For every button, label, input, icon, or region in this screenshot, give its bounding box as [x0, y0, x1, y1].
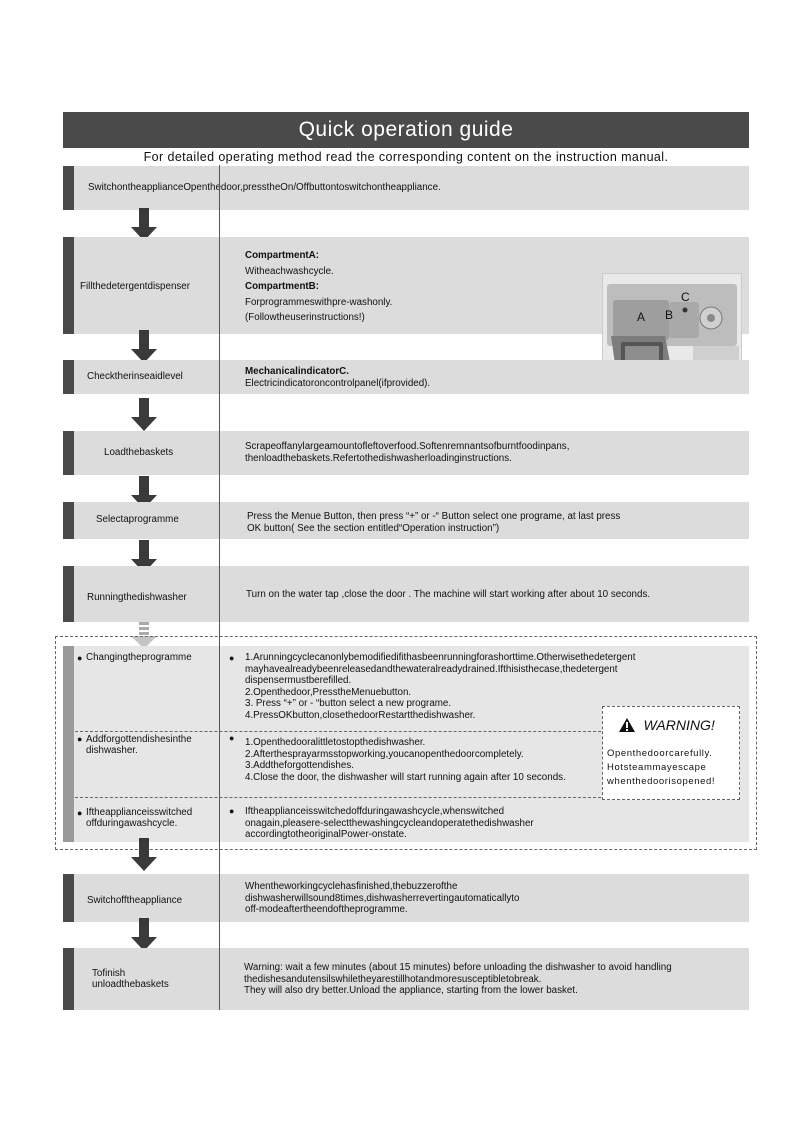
text-line: thedishesandutensilswhiletheyarestillhot…	[244, 974, 672, 986]
step-text: Warning: wait a few minutes (about 15 mi…	[244, 962, 672, 997]
text-line: 4.PressOKbutton,closethedoorRestartthedi…	[245, 710, 635, 722]
text-line: Changingtheprogramme	[86, 652, 192, 664]
compartment-a-heading: CompartmentA:	[245, 248, 392, 264]
text-line: offduringawashcycle.	[86, 818, 192, 829]
step-label: Selectaprogramme	[96, 514, 179, 526]
text-line: mayhavealreadybeenreleasedandthewateralr…	[245, 664, 635, 676]
option-text: 1.Openthedooralittletostopthedishwasher.…	[245, 737, 566, 783]
text-line: 1.Arunningcyclecanonlybemodifiedifithasb…	[245, 652, 635, 664]
option-text: 1.Arunningcyclecanonlybemodifiedifithasb…	[245, 652, 635, 721]
step-marker	[63, 948, 74, 1010]
photo-label-b: B	[665, 308, 673, 322]
text-line: onagain,pleasere-selectthewashingcyclean…	[245, 818, 534, 830]
text-line: MechanicalindicatorC.	[245, 366, 430, 378]
warning-box: WARNING! Openthedoorcarefully. Hotsteamm…	[602, 706, 740, 800]
text-line: Tofinish	[92, 968, 169, 979]
option-text: Iftheapplianceisswitchedoffduringawashcy…	[245, 806, 534, 841]
text-line: Press the Menue Button, then press “+” o…	[247, 511, 620, 523]
text-line: Turn on the water tap ,close the door . …	[246, 589, 650, 601]
photo-label-a: A	[637, 310, 645, 324]
compartment-b-heading: CompartmentB:	[245, 279, 392, 295]
step-text: Scrapeoffanylargeamountofleftoverfood.So…	[245, 441, 569, 464]
text-line: 2.Afterthesprayarmsstopworking,youcanope…	[245, 749, 566, 761]
text-line: Iftheapplianceisswitched	[86, 807, 192, 818]
text-line: thenloadthebaskets.Refertothedishwasherl…	[245, 453, 569, 465]
step-marker	[63, 166, 74, 210]
down-arrow-icon	[131, 918, 157, 952]
step-text: Turn on the water tap ,close the door . …	[246, 589, 650, 601]
step-label: Loadthebaskets	[104, 447, 173, 459]
warning-title: WARNING!	[643, 717, 714, 733]
page-title: Quick operation guide	[63, 112, 749, 148]
step-label: Tofinish unloadthebaskets	[92, 968, 169, 990]
text-line: Addforgottendishesinthe	[86, 734, 192, 745]
text-line: OK button( See the section entitled“Oper…	[247, 523, 620, 535]
step-text: Whentheworkingcyclehasfinished,thebuzzer…	[245, 881, 519, 916]
step-label: SwitchontheapplianceOpenthedoor,pressthe…	[88, 182, 738, 194]
option-label: Addforgottendishesinthe dishwasher.	[86, 734, 192, 756]
warning-triangle-icon	[619, 718, 635, 732]
text-line: Scrapeoffanylargeamountofleftoverfood.So…	[245, 441, 569, 453]
step-text: CompartmentA: Witheachwashcycle. Compart…	[245, 248, 392, 326]
text-line: dishwasher.	[86, 745, 192, 756]
text-line: Whentheworkingcyclehasfinished,thebuzzer…	[245, 881, 519, 893]
page-subtitle: For detailed operating method read the c…	[63, 150, 749, 164]
text-line: dishwasherwillsound8times,dishwasherreve…	[245, 893, 519, 905]
text-line: Openthedoorcarefully.	[607, 747, 715, 761]
step-label: Fillthedetergentdispenser	[80, 281, 190, 293]
text-line: accordingtotheoriginalPower-onstate.	[245, 829, 534, 841]
option-label: Changingtheprogramme	[86, 652, 192, 664]
text-line: Forprogrammeswithpre-washonly.	[245, 295, 392, 311]
step-text: MechanicalindicatorC. Electricindicatoro…	[245, 366, 430, 389]
bullet-icon: ●	[229, 653, 234, 663]
divider	[75, 731, 601, 732]
text-line: 4.Close the door, the dishwasher will st…	[245, 772, 566, 784]
bullet-icon: ●	[77, 734, 82, 744]
warning-header: WARNING!	[619, 717, 715, 735]
text-line: Electricindicatoroncontrolpanel(ifprovid…	[245, 378, 430, 390]
step-label: Runningthedishwasher	[87, 592, 187, 604]
text-line: unloadthebaskets	[92, 979, 169, 990]
down-arrow-icon	[131, 330, 157, 364]
options-marker	[63, 646, 74, 842]
step-label: Checktherinseaidlevel	[87, 371, 183, 383]
step-marker	[63, 431, 74, 475]
text-line: dispensermustberefilled.	[245, 675, 635, 687]
column-divider	[219, 165, 220, 1010]
text-line: 2.Openthedoor,PresstheMenuebutton.	[245, 687, 635, 699]
option-label: Iftheapplianceisswitched offduringawashc…	[86, 807, 192, 829]
text-line: 3. Press “+” or - “button select a new p…	[245, 698, 635, 710]
step-marker	[63, 502, 74, 539]
photo-label-c: C	[681, 290, 690, 304]
step-marker	[63, 874, 74, 922]
bullet-icon: ●	[77, 653, 82, 663]
text-line: Warning: wait a few minutes (about 15 mi…	[244, 962, 672, 974]
text-line: Witheachwashcycle.	[245, 264, 392, 280]
step-marker	[63, 566, 74, 622]
text-line: They will also dry better.Unload the app…	[244, 985, 672, 997]
step-text: Press the Menue Button, then press “+” o…	[247, 511, 620, 534]
step-label: Switchofftheappliance	[87, 895, 182, 907]
text-line: off-modeaftertheendoftheprogramme.	[245, 904, 519, 916]
bullet-icon: ●	[229, 806, 234, 816]
bullet-icon: ●	[229, 733, 234, 743]
down-arrow-icon	[131, 838, 157, 872]
down-arrow-icon	[131, 398, 157, 432]
text-line: Hotsteammayescape	[607, 761, 715, 775]
text-line: Iftheapplianceisswitchedoffduringawashcy…	[245, 806, 534, 818]
text-line: 1.Openthedooralittletostopthedishwasher.	[245, 737, 566, 749]
bullet-icon: ●	[77, 808, 82, 818]
divider	[75, 797, 601, 798]
text-line: 3.Addtheforgottendishes.	[245, 760, 566, 772]
text-line: (Followtheuserinstructions!)	[245, 310, 392, 326]
step-marker	[63, 360, 74, 394]
warning-text: Openthedoorcarefully. Hotsteammayescape …	[607, 747, 715, 789]
step-marker	[63, 237, 74, 334]
text-line: whenthedoorisopened!	[607, 775, 715, 789]
